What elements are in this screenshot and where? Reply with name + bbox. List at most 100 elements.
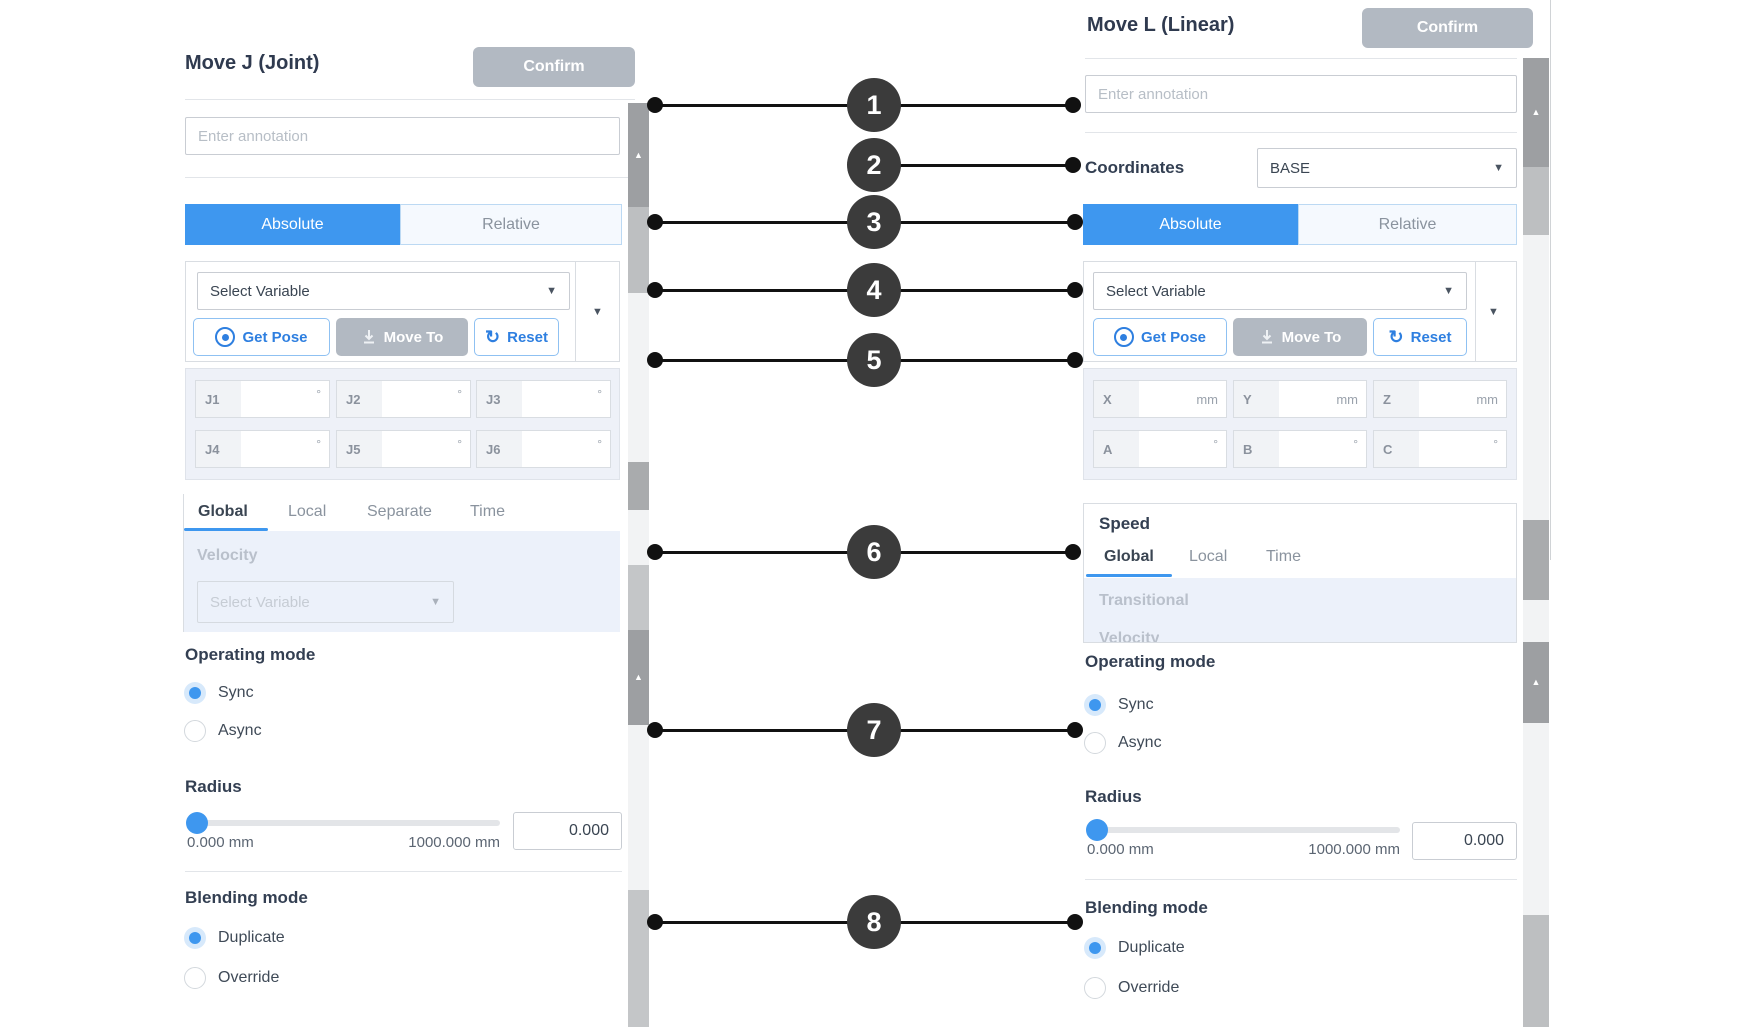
axis-input-c[interactable]: C ° — [1373, 430, 1507, 468]
radio-override[interactable] — [184, 967, 206, 989]
speed-tab-local[interactable]: Local — [288, 503, 327, 520]
axis-input-b[interactable]: B ° — [1233, 430, 1367, 468]
radius-slider-track[interactable] — [1087, 827, 1400, 833]
variable-select-value: Select Variable — [210, 282, 310, 300]
right-panel-scrollbar[interactable]: ▲ ▲ — [1523, 58, 1549, 1027]
scrollbar-thumb[interactable] — [628, 462, 649, 510]
reset-label: Reset — [1410, 328, 1452, 346]
scrollbar-thumb[interactable] — [1523, 520, 1549, 600]
callout-dot — [647, 914, 663, 930]
transitional-section: Transitional Velocity — [1084, 578, 1516, 643]
scroll-up-icon[interactable]: ▲ — [1531, 677, 1541, 687]
tab-relative[interactable]: Relative — [1298, 204, 1517, 245]
axis-input-x[interactable]: X mm — [1093, 380, 1227, 418]
field-label: A — [1094, 431, 1139, 467]
move-to-button[interactable]: Move To — [1233, 318, 1367, 356]
field-label: C — [1374, 431, 1419, 467]
axis-input-y[interactable]: Y mm — [1233, 380, 1367, 418]
variable-select[interactable]: Select Variable ▼ — [1093, 272, 1467, 310]
scrollbar-thumb[interactable] — [628, 565, 649, 630]
left-panel-scrollbar[interactable]: ▲ ▲ — [628, 103, 649, 1027]
chevron-down-icon[interactable]: ▼ — [592, 306, 603, 318]
speed-tab-local[interactable]: Local — [1189, 548, 1228, 565]
axis-input-z[interactable]: Z mm — [1373, 380, 1507, 418]
radio-override[interactable] — [1084, 977, 1106, 999]
tab-absolute[interactable]: Absolute — [1083, 204, 1298, 245]
scrollbar-thumb[interactable] — [1523, 915, 1549, 1027]
field-label: J5 — [337, 431, 382, 467]
blending-mode-heading: Blending mode — [1085, 898, 1208, 917]
radio-sync[interactable] — [1084, 694, 1106, 716]
get-pose-button[interactable]: Get Pose — [1093, 318, 1227, 356]
velocity-label-clipped: Velocity — [1099, 630, 1160, 643]
scrollbar-thumb[interactable] — [628, 890, 649, 1027]
scrollbar-thumb[interactable] — [1523, 167, 1549, 235]
joint-input-j6[interactable]: J6 ° — [476, 430, 611, 468]
field-label: J6 — [477, 431, 522, 467]
annotation-input[interactable]: Enter annotation — [1085, 75, 1517, 113]
radius-slider-thumb[interactable] — [186, 812, 208, 834]
divider — [1085, 58, 1517, 59]
scrollbar-thumb[interactable]: ▲ — [628, 630, 649, 725]
divider — [1475, 262, 1476, 361]
callout-dot — [1065, 97, 1081, 113]
scroll-up-icon[interactable]: ▲ — [634, 672, 643, 682]
radio-duplicate[interactable] — [1084, 937, 1106, 959]
scroll-up-icon[interactable]: ▲ — [634, 149, 643, 160]
joint-input-j1[interactable]: J1 ° — [195, 380, 330, 418]
radio-sync[interactable] — [184, 682, 206, 704]
callout-dot — [647, 352, 663, 368]
radius-value-input[interactable]: 0.000 — [1412, 822, 1517, 860]
scroll-up-icon[interactable]: ▲ — [1531, 107, 1541, 117]
callout-3: 3 — [847, 195, 901, 249]
confirm-button[interactable]: Confirm — [473, 47, 635, 87]
tab-relative[interactable]: Relative — [400, 204, 622, 245]
speed-tab-time[interactable]: Time — [470, 503, 505, 520]
joint-input-j5[interactable]: J5 ° — [336, 430, 471, 468]
radius-slider-thumb[interactable] — [1086, 819, 1108, 841]
radio-sync-label: Sync — [218, 684, 254, 701]
reset-button[interactable]: ↻ Reset — [474, 318, 559, 356]
callout-6: 6 — [847, 525, 901, 579]
coordinates-select-value: BASE — [1270, 159, 1311, 177]
radio-duplicate[interactable] — [184, 927, 206, 949]
field-unit: ° — [316, 437, 321, 451]
panel-edge-line — [1550, 0, 1551, 560]
chevron-down-icon: ▼ — [546, 285, 557, 297]
speed-tab-separate[interactable]: Separate — [367, 503, 432, 520]
axis-input-a[interactable]: A ° — [1093, 430, 1227, 468]
reset-button[interactable]: ↻ Reset — [1373, 318, 1467, 356]
speed-tab-global[interactable]: Global — [1104, 548, 1154, 565]
get-pose-button[interactable]: Get Pose — [193, 318, 330, 356]
radio-async[interactable] — [1084, 732, 1106, 754]
divider — [575, 262, 576, 361]
field-unit: ° — [597, 387, 602, 401]
annotation-placeholder: Enter annotation — [1098, 85, 1209, 103]
coordinates-select[interactable]: BASE ▼ — [1257, 148, 1517, 188]
scrollbar-thumb[interactable]: ▲ — [1523, 58, 1549, 167]
scrollbar-thumb[interactable]: ▲ — [628, 103, 649, 207]
scrollbar-thumb[interactable]: ▲ — [1523, 642, 1549, 723]
radius-slider-track[interactable] — [187, 820, 500, 826]
speed-tab-time[interactable]: Time — [1266, 548, 1301, 565]
get-pose-label: Get Pose — [1140, 328, 1207, 346]
radio-async[interactable] — [184, 720, 206, 742]
velocity-select[interactable]: Select Variable ▼ — [197, 581, 454, 623]
confirm-button[interactable]: Confirm — [1362, 8, 1533, 48]
joint-input-j4[interactable]: J4 ° — [195, 430, 330, 468]
reset-icon: ↻ — [485, 327, 501, 347]
chevron-down-icon[interactable]: ▼ — [1488, 306, 1499, 318]
callout-5: 5 — [847, 333, 901, 387]
radius-value-input[interactable]: 0.000 — [513, 812, 622, 850]
speed-tab-global[interactable]: Global — [198, 503, 248, 520]
move-to-label: Move To — [383, 328, 444, 346]
joint-input-j2[interactable]: J2 ° — [336, 380, 471, 418]
move-to-button[interactable]: Move To — [336, 318, 468, 356]
download-arrow-icon — [363, 330, 374, 344]
variable-select[interactable]: Select Variable ▼ — [197, 272, 570, 310]
tab-absolute[interactable]: Absolute — [185, 204, 400, 245]
annotation-input[interactable]: Enter annotation — [185, 117, 620, 155]
scrollbar-thumb[interactable] — [628, 207, 649, 293]
joint-input-j3[interactable]: J3 ° — [476, 380, 611, 418]
